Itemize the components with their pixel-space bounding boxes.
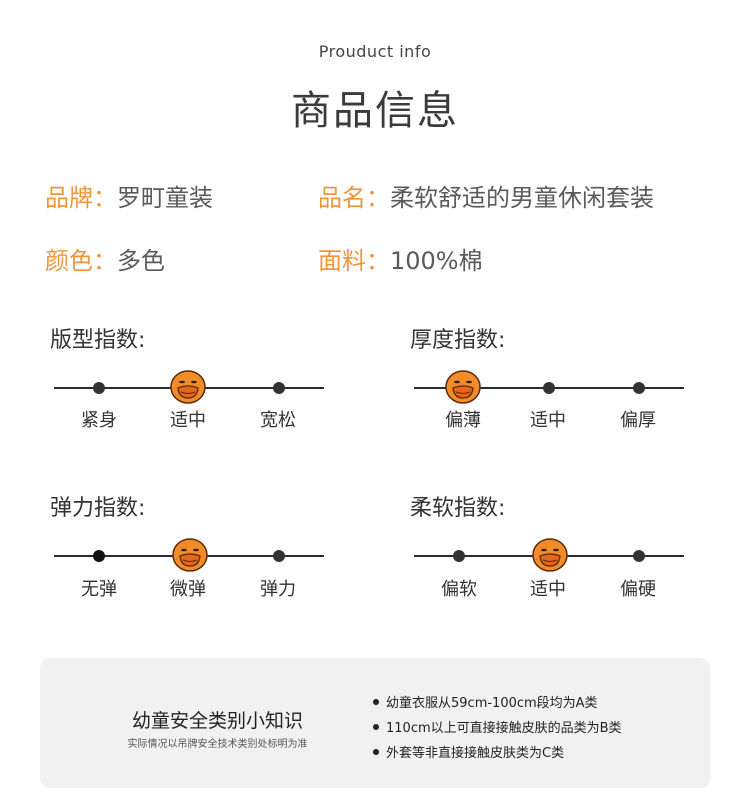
scale-title: 弹力指数: (50, 496, 146, 521)
scale-label: 紧身 (81, 410, 117, 431)
scale-label: 适中 (530, 410, 566, 431)
scale-title: 厚度指数: (410, 328, 506, 353)
scale-title: 柔软指数: (410, 496, 506, 521)
info-fabric: 面料：100%棉 (318, 241, 483, 276)
duck-icon (443, 367, 483, 405)
info-name-label: 品名： (318, 184, 390, 212)
scale-dot (93, 382, 105, 394)
scale-dot (273, 382, 285, 394)
duck-icon (168, 367, 208, 405)
safety-note: 实际情况以吊牌安全技术类别处标明为准 (127, 739, 308, 750)
scale-label: 弹力 (260, 579, 296, 600)
scale-label: 无弹 (81, 579, 117, 600)
safety-card (40, 658, 710, 788)
page-title: 商品信息 (291, 88, 459, 134)
scale-label: 偏软 (441, 579, 477, 600)
scale-dot (453, 550, 465, 562)
scale-label: 微弹 (170, 579, 206, 600)
safety-bullet: 110cm以上可直接接触皮肤的品类为B类 (386, 721, 622, 736)
info-color-value: 多色 (117, 247, 165, 275)
scale-dot (93, 550, 105, 562)
scale-label: 偏硬 (620, 579, 656, 600)
section-subtitle: Prouduct info (318, 42, 432, 61)
scale-dot (633, 550, 645, 562)
scale-label: 偏薄 (445, 410, 481, 431)
safety-bullet: 幼童衣服从59cm-100cm段均为A类 (386, 696, 598, 711)
bullet-icon (373, 724, 379, 730)
info-color-label: 颜色： (45, 247, 117, 275)
bullet-icon (373, 699, 379, 705)
scale-label: 宽松 (260, 410, 296, 431)
scale-label: 偏厚 (620, 410, 656, 431)
safety-bullet: 外套等非直接接触皮肤类为C类 (386, 746, 565, 761)
info-fabric-value: 100%棉 (390, 247, 483, 275)
info-brand-label: 品牌： (45, 184, 117, 212)
scale-title: 版型指数: (50, 328, 146, 353)
scale-dot (543, 382, 555, 394)
info-brand-value: 罗町童装 (117, 184, 213, 212)
bullet-icon (373, 749, 379, 755)
info-name-value: 柔软舒适的男童休闲套装 (390, 184, 654, 212)
safety-title: 幼童安全类别小知识 (131, 710, 303, 732)
info-color: 颜色：多色 (45, 241, 165, 276)
scale-dot (273, 550, 285, 562)
scale-label: 适中 (530, 579, 566, 600)
info-fabric-label: 面料： (318, 247, 390, 275)
duck-icon (530, 535, 570, 573)
scale-dot (633, 382, 645, 394)
info-brand: 品牌：罗町童装 (45, 178, 213, 213)
duck-icon (170, 535, 210, 573)
info-name: 品名：柔软舒适的男童休闲套装 (318, 178, 654, 213)
scale-label: 适中 (170, 410, 206, 431)
